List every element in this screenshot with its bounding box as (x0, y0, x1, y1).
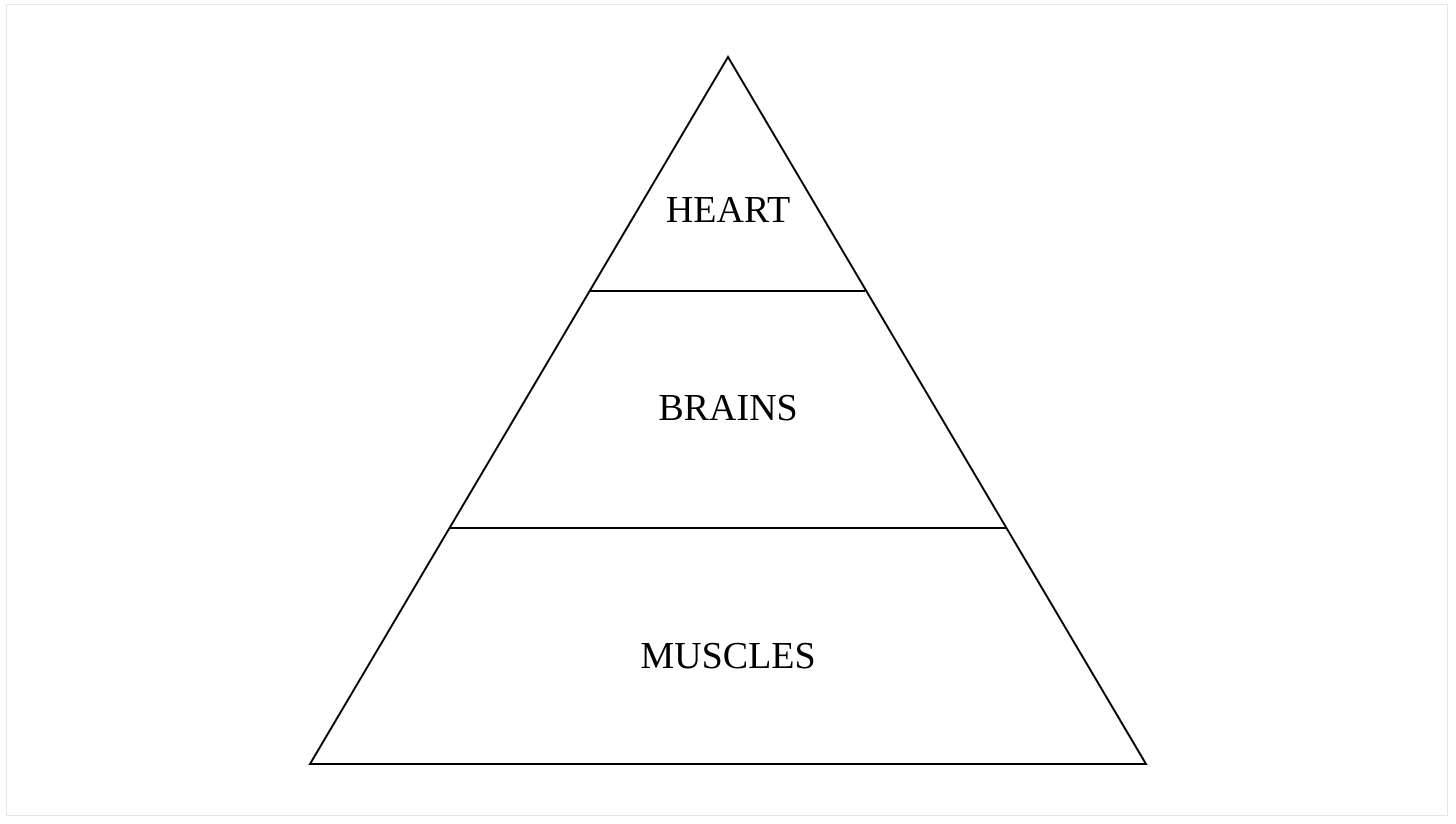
diagram-frame (6, 4, 1448, 816)
tier-label-muscles: MUSCLES (640, 635, 815, 677)
tier-label-brains: BRAINS (658, 387, 797, 429)
pyramid-outline (308, 55, 1148, 765)
tier-label-heart: HEART (666, 189, 790, 231)
